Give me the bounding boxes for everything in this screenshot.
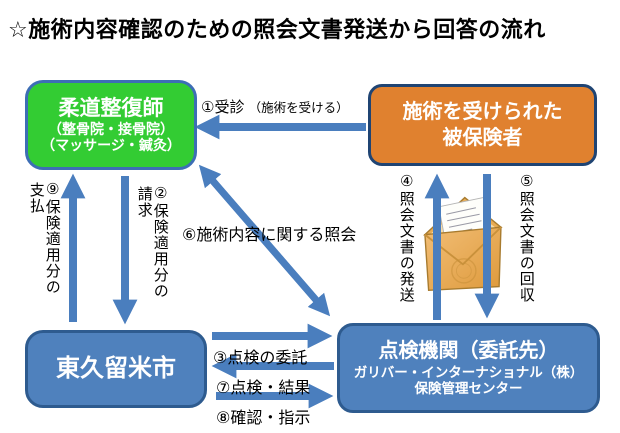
node-city-label: 東久留米市 <box>56 355 176 383</box>
label-step2-claim-col1: ②保険適用分の <box>151 184 169 299</box>
node-insured-person: 施術を受けられた 被保険者 <box>368 84 597 166</box>
label-step5-collect: ⑤照会文書の回収 <box>517 172 535 303</box>
label-step9-payment-col1: ⑨保険適用分の <box>43 180 61 295</box>
node-inspection-company: ガリバー・インターナショナル（株） <box>353 364 584 380</box>
label-step1-visit: ①受診 （施術を受ける） <box>201 96 349 117</box>
page-title: ☆施術内容確認のための照会文書発送から回答の流れ <box>8 17 546 42</box>
label-step7-result: ⑦点検・結果 <box>216 380 311 397</box>
node-insured-line1: 施術を受けられた <box>402 101 563 123</box>
node-inspection-agency: 点検機関（委託先） ガリバー・インターナショナル（株） 保険管理センター <box>337 323 600 413</box>
node-judo-therapist-sub1: （整骨院・接骨院） <box>48 120 174 137</box>
node-insured-line2: 被保険者 <box>442 127 523 149</box>
label-step1-main: ①受診 <box>201 99 245 116</box>
label-step4-send: ④照会文書の発送 <box>397 172 415 303</box>
label-step6-inquiry: ⑥施術内容に関する照会 <box>182 227 357 244</box>
node-judo-therapist-sub2: （マッサージ・鍼灸） <box>41 137 181 154</box>
node-inspection-center: 保険管理センター <box>414 380 523 396</box>
label-step2-claim-col2: 請求 <box>135 186 153 218</box>
label-step1-sub: （施術を受ける） <box>248 101 349 115</box>
open-envelope-icon <box>422 196 503 292</box>
node-judo-therapist: 柔道整復師 （整骨院・接骨院） （マッサージ・鍼灸） <box>25 80 197 170</box>
node-inspection-title: 点検機関（委託先） <box>378 339 559 362</box>
label-step8-confirm: ⑧確認・指示 <box>216 410 311 427</box>
label-step9-payment-col2: 支払 <box>27 182 45 214</box>
label-step3-entrust: ③点検の委託 <box>213 350 308 367</box>
node-city: 東久留米市 <box>25 330 207 408</box>
node-judo-therapist-title: 柔道整復師 <box>58 96 164 120</box>
